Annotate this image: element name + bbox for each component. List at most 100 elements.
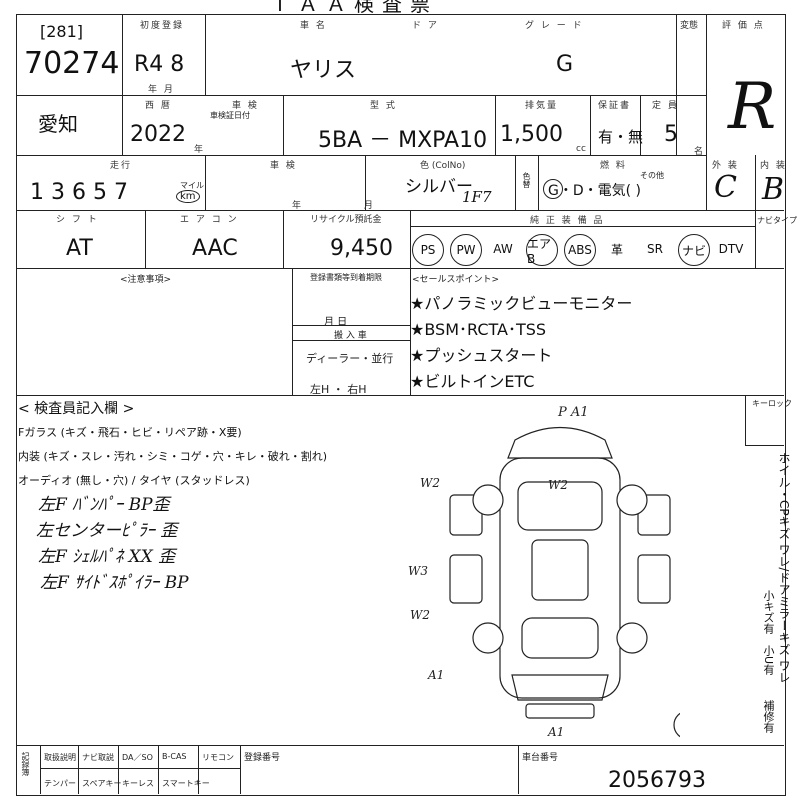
- lot-number: 70274: [24, 46, 120, 81]
- document-title: ＴＡＡ検査票: [270, 0, 438, 16]
- mileage-label: 走行: [110, 161, 133, 171]
- arrival-label: 搬 入 車: [334, 331, 367, 341]
- year-unit: 年: [194, 145, 206, 155]
- equipment-item-0: PS: [412, 234, 444, 266]
- equipment-item-2: AW: [488, 234, 518, 264]
- cc-unit: cc: [576, 144, 586, 154]
- inspection-label: 車 検: [270, 161, 297, 171]
- color-number: 1F7: [462, 188, 492, 206]
- shift-label: シ フ ト: [56, 215, 99, 225]
- model-label: 型 式: [370, 101, 397, 111]
- equipment-item-3: エアB: [526, 234, 558, 266]
- first-reg-value: R4 8: [134, 52, 185, 77]
- fuel-label: 燃 料: [600, 161, 627, 171]
- mileage-alt-unit: マイル: [180, 181, 204, 190]
- diagram-mark-5: W2: [410, 608, 430, 622]
- equipment-item-8: DTV: [716, 234, 746, 264]
- footer-col-3: DA／SO: [122, 753, 153, 762]
- fuel-gas-circle: [543, 179, 563, 199]
- footer-col-4: B-CAS: [162, 752, 187, 761]
- form-frame: [16, 14, 786, 796]
- year-label: 西 暦: [145, 101, 172, 111]
- caution-label: <注意事項>: [120, 275, 172, 285]
- fuel: G・D・電気( ): [548, 183, 642, 199]
- memo-3: 左F ｼｪﾙﾊﾟﾈ XX 歪: [38, 547, 176, 567]
- cc: 1,500: [500, 122, 563, 147]
- diagram-mark-6: A1: [428, 668, 445, 682]
- recycle: 9,450: [330, 236, 393, 261]
- interior-label: 内 装: [760, 161, 787, 171]
- sales-point-2: ★BSM･RCTA･TSS: [410, 320, 547, 339]
- equipment-label: 純 正 装 備 品: [530, 216, 605, 226]
- footer-col-7: キーレス: [122, 779, 154, 788]
- region: 愛知: [38, 112, 78, 136]
- first-reg-unit: 年 月: [148, 85, 175, 95]
- inspection-sub: 車検証日付: [210, 111, 250, 120]
- ac: AAC: [192, 236, 238, 261]
- exterior: C: [714, 170, 737, 205]
- side-sub-1: 小キズ有: [762, 590, 775, 634]
- serial-number: 2056793: [608, 768, 706, 793]
- serial-label: 車台番号: [522, 753, 559, 763]
- navi-type-label: ナビタイプ: [757, 216, 797, 225]
- footer-col-8: スマートキー: [162, 779, 210, 788]
- lot-label: [281]: [40, 22, 84, 41]
- footer-spare-label: テンパー: [44, 779, 76, 788]
- side-legend: ホイル・CPキズ ワレ/ドアミラーキズ ワレ: [777, 452, 791, 684]
- reg-deadline-label: 登録書類等到着期限: [310, 273, 382, 282]
- inspection-label-2: 車 検: [232, 101, 259, 111]
- footer-col-6: スペアキー: [82, 779, 122, 788]
- equipment-item-6: SR: [640, 234, 670, 264]
- score-handwritten: R: [728, 70, 777, 144]
- inspector-line-3: オーディオ (無し・穴) / タイヤ (スタッドレス): [18, 474, 250, 487]
- color-label: 色 (ColNo): [420, 161, 466, 171]
- equipment-item-1: PW: [450, 234, 482, 266]
- grade-label: グ レ ー ド: [525, 21, 584, 31]
- footer-col-5: リモコン: [202, 753, 234, 762]
- key-lock-label: キーロック: [752, 399, 792, 408]
- capacity: 5: [664, 122, 678, 147]
- steering: 左H ・ 右H: [310, 383, 367, 396]
- inspector-title: < 検査員記入欄 >: [18, 401, 135, 417]
- grade: G: [556, 52, 574, 77]
- interior: B: [762, 172, 785, 207]
- color-change-label: 色替: [522, 172, 531, 188]
- inspection-unit: 年 月: [292, 201, 403, 211]
- door-label: ド ア: [412, 21, 439, 31]
- car-name: ヤリス: [290, 58, 357, 83]
- shift: AT: [66, 236, 93, 261]
- inspector-line-1: Fガラス (キズ・飛石・ヒビ・リペア跡・X要): [18, 426, 242, 439]
- ac-label: エ ア コ ン: [180, 215, 239, 225]
- capacity-unit: 名: [694, 147, 706, 157]
- warranty: 有・無: [598, 128, 644, 146]
- transport: ディーラー・並行: [306, 352, 394, 365]
- mileage: 1 3 6 5 7: [30, 180, 128, 205]
- capacity-label: 定 員: [652, 101, 679, 111]
- diagram-mark-1: P A1: [558, 405, 589, 420]
- car-name-label: 車 名: [300, 21, 327, 31]
- footer-title-1: 記録簿: [21, 752, 30, 776]
- diagram-mark-7: A1: [548, 725, 565, 739]
- side-sub-3: 補修有: [762, 700, 775, 733]
- diagram-mark-3: W2: [548, 478, 568, 492]
- year: 2022: [130, 122, 186, 147]
- sales-point-4: ★ビルトインETC: [410, 372, 535, 391]
- color: シルバー: [405, 177, 473, 197]
- footer-col-2: ナビ取説: [82, 753, 114, 762]
- reg-number-label: 登録番号: [244, 753, 281, 763]
- recycle-label: リサイクル預託金: [310, 215, 382, 225]
- first-reg-label: 初度登録: [140, 21, 185, 31]
- diagram-mark-4: W3: [408, 564, 428, 578]
- side-sub-2: 小U有: [762, 645, 775, 676]
- diagram-mark-2: W2: [420, 476, 440, 490]
- fuel-other: その他: [640, 171, 664, 180]
- model: 5BA － MXPA10: [318, 128, 488, 153]
- inspector-line-2: 内装 (キズ・スレ・汚れ・シミ・コゲ・穴・キレ・破れ・割れ): [18, 450, 328, 463]
- memo-1: 左F ﾊﾞﾝﾊﾟｰ BP歪: [38, 495, 170, 515]
- equipment-item-4: ABS: [564, 234, 596, 266]
- car-damage-diagram: [449, 426, 680, 738]
- mileage-unit-km: km: [176, 190, 200, 203]
- warranty-label: 保証書: [598, 101, 632, 111]
- month-day: 月 日: [324, 317, 348, 328]
